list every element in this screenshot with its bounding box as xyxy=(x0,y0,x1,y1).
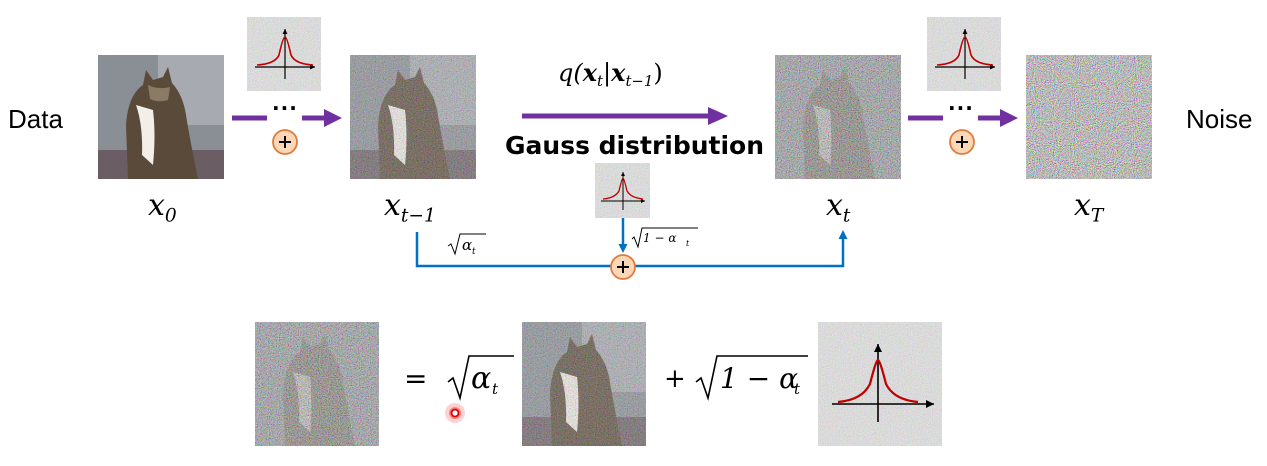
gauss-icon-2 xyxy=(927,17,1001,91)
label-x0: x0 xyxy=(148,188,177,227)
equation-image-xt xyxy=(255,322,379,446)
sqrt-alpha-small: α t xyxy=(446,230,506,258)
svg-text:t: t xyxy=(492,380,499,398)
svg-text:t: t xyxy=(794,380,801,398)
image-xt-1-noisy-cat xyxy=(350,55,476,179)
image-xt-noisy-cat xyxy=(775,55,901,179)
label-xT: xT xyxy=(1074,188,1104,227)
svg-text:t: t xyxy=(472,247,476,257)
equation-plus: + xyxy=(664,364,686,394)
svg-text:α: α xyxy=(462,236,472,254)
svg-text:1 − α: 1 − α xyxy=(643,231,676,245)
plus-circle-1 xyxy=(271,128,299,156)
svg-text:1 − α: 1 − α xyxy=(720,362,798,395)
equation-sqrt-alpha: α t xyxy=(446,352,516,404)
transition-formula: q(xt|xt−1) xyxy=(558,58,663,91)
data-label: Data xyxy=(8,104,63,134)
gauss-distribution-label: Gauss distribution xyxy=(505,131,765,160)
equation-gauss-icon xyxy=(818,322,942,446)
ellipsis-1: ··· xyxy=(272,96,298,120)
sqrt-one-minus-alpha-small: 1 − α t xyxy=(630,225,700,251)
equation-image-xt-1 xyxy=(522,322,646,446)
svg-text:α: α xyxy=(471,361,491,396)
gauss-icon-center xyxy=(595,163,650,218)
forward-arrow-2 xyxy=(908,106,1018,130)
gauss-icon-1 xyxy=(247,17,321,91)
red-cursor-dot xyxy=(444,402,466,424)
forward-arrow-1 xyxy=(232,106,342,130)
plus-circle-2 xyxy=(948,128,976,156)
svg-text:t: t xyxy=(686,239,690,248)
noise-label: Noise xyxy=(1186,104,1253,134)
plus-circle-center xyxy=(609,253,637,281)
forward-arrow-center xyxy=(522,104,728,128)
label-xt-1: xt−1 xyxy=(384,188,436,227)
image-x0-clean-cat xyxy=(98,55,224,179)
blue-combination-lines xyxy=(405,218,855,278)
ellipsis-2: ··· xyxy=(948,96,974,120)
equation-sqrt-one-minus-alpha: 1 − α t xyxy=(694,352,812,404)
equation-equals: = xyxy=(404,362,428,395)
image-xT-pure-noise xyxy=(1026,55,1152,179)
label-xt: xt xyxy=(826,188,851,227)
